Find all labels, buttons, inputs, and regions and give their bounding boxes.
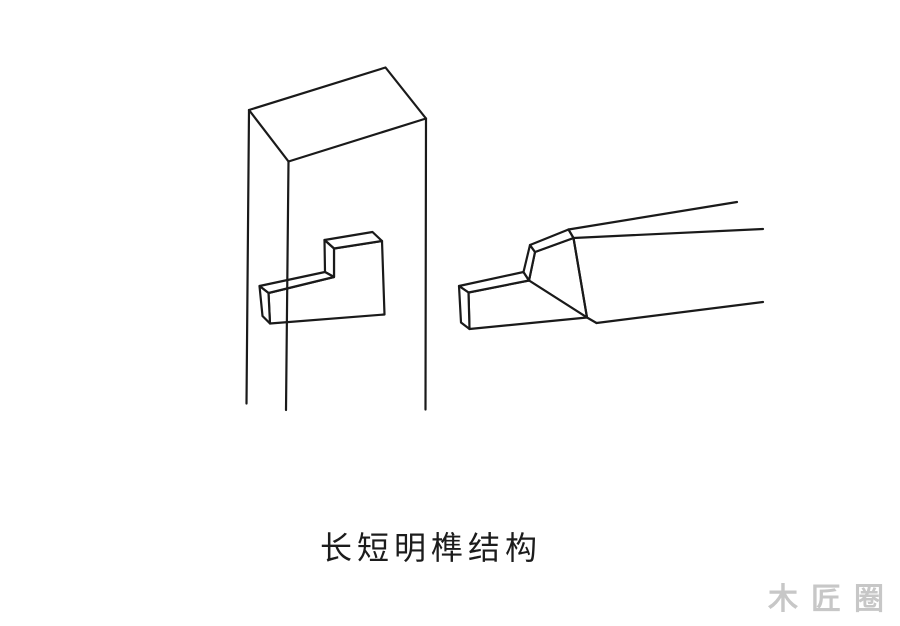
rail-bottom-edge [595, 300, 765, 325]
post-with-tenon [245, 66, 428, 412]
post-tenon-end-face [258, 284, 272, 325]
rail-with-tenon [457, 200, 765, 331]
long-tenon-end-face [457, 284, 471, 331]
rail-top-front-edge [572, 227, 765, 240]
rail-shoulder-edge [572, 236, 589, 319]
rail-top-left-jog [567, 228, 575, 240]
rail-bottom-jog [585, 316, 598, 325]
post-left-edge [245, 108, 251, 405]
post-front-edge [284, 160, 290, 412]
rail-top-back-edge [567, 200, 739, 231]
post-right-edge [424, 117, 428, 411]
figure-caption: 长短明榫结构 [319, 530, 543, 566]
post-top-face [247, 66, 428, 163]
watermark-text: 木匠圈 [768, 583, 897, 616]
